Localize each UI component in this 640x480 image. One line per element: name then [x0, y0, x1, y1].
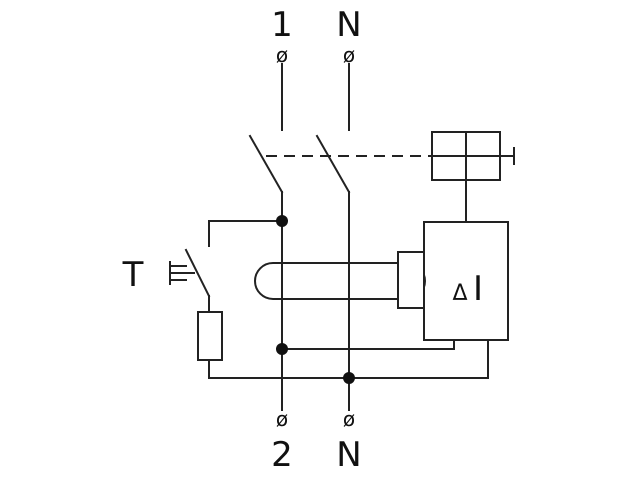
junction-neutral-return [343, 372, 355, 384]
terminal-label-n-bottom: N [336, 435, 361, 475]
neutral-switch-blade [315, 134, 351, 194]
terminal-label-2-bottom: 2 [271, 435, 293, 475]
terminal-label-1-top: 1 [271, 5, 293, 45]
rcd-relay-box [423, 221, 509, 341]
rcd-relay-delta: Δ [452, 281, 467, 306]
ct-winding-connector [397, 251, 425, 309]
junction-phase-test [276, 215, 288, 227]
junction-phase-relay [276, 343, 288, 355]
rcd-relay-current: I [473, 269, 483, 309]
test-button-label: T [122, 255, 144, 295]
phase-switch-blade [248, 134, 284, 194]
test-resistor [197, 311, 223, 361]
terminal-symbol-2-bottom: ø [276, 407, 288, 431]
terminal-label-n-top: N [336, 5, 361, 45]
terminal-symbol-n-top: ø [343, 43, 355, 67]
test-switch-blade [184, 248, 211, 298]
terminal-symbol-1-top: ø [276, 43, 288, 67]
terminal-symbol-n-bottom: ø [343, 407, 355, 431]
